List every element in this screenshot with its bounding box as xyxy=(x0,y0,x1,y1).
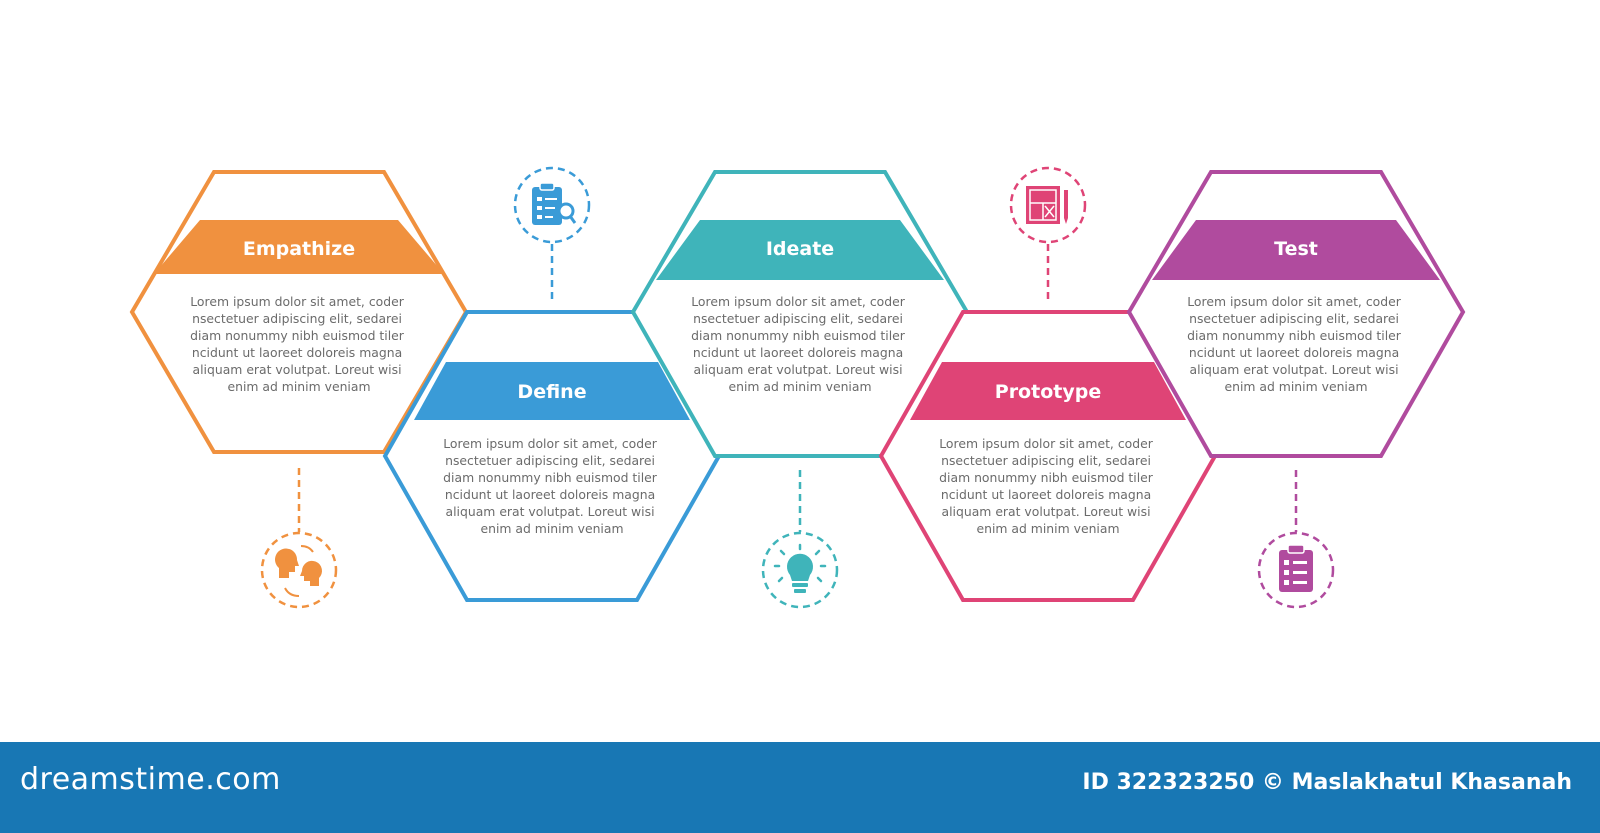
step-prototype: Prototype Lorem ipsum dolor sit amet, co… xyxy=(878,166,1218,602)
design-thinking-diagram: Empathize Lorem ipsum dolor sit amet, co… xyxy=(129,166,1466,609)
checklist-icon xyxy=(1257,531,1335,609)
step-empathize-title: Empathize xyxy=(243,238,355,260)
step-prototype-body: Lorem ipsum dolor sit amet, coder nsecte… xyxy=(939,436,1157,536)
step-test: Test Lorem ipsum dolor sit amet, coder n… xyxy=(1126,170,1466,609)
step-ideate-title-band xyxy=(656,220,944,280)
footer-logo[interactable]: dreamstime.com xyxy=(20,762,281,797)
lightbulb-icon xyxy=(761,531,839,609)
blueprint-icon xyxy=(1009,166,1087,244)
step-prototype-title-band xyxy=(910,362,1186,420)
step-test-title-band xyxy=(1152,220,1440,280)
empathy-heads-icon xyxy=(260,531,338,609)
step-test-body: Lorem ipsum dolor sit amet, coder nsecte… xyxy=(1187,294,1405,394)
step-empathize: Empathize Lorem ipsum dolor sit amet, co… xyxy=(129,170,469,609)
footer-credit: ID 322323250 © Maslakhatul Khasanah xyxy=(1082,770,1572,795)
step-prototype-title: Prototype xyxy=(995,381,1101,403)
step-empathize-title-band xyxy=(154,220,444,274)
step-define-title: Define xyxy=(517,381,586,403)
step-ideate: Ideate Lorem ipsum dolor sit amet, coder… xyxy=(630,170,970,609)
step-ideate-title: Ideate xyxy=(766,238,834,260)
step-define-body: Lorem ipsum dolor sit amet, coder nsecte… xyxy=(443,436,661,536)
step-define: Define Lorem ipsum dolor sit amet, coder… xyxy=(382,166,722,602)
footer-bar: dreamstime.com ID 322323250 © Maslakhatu… xyxy=(0,742,1600,833)
step-ideate-body: Lorem ipsum dolor sit amet, coder nsecte… xyxy=(691,294,909,394)
step-test-title: Test xyxy=(1274,238,1318,260)
step-empathize-body: Lorem ipsum dolor sit amet, coder nsecte… xyxy=(190,294,408,394)
clipboard-search-icon xyxy=(513,166,591,244)
step-define-title-band xyxy=(414,362,690,420)
